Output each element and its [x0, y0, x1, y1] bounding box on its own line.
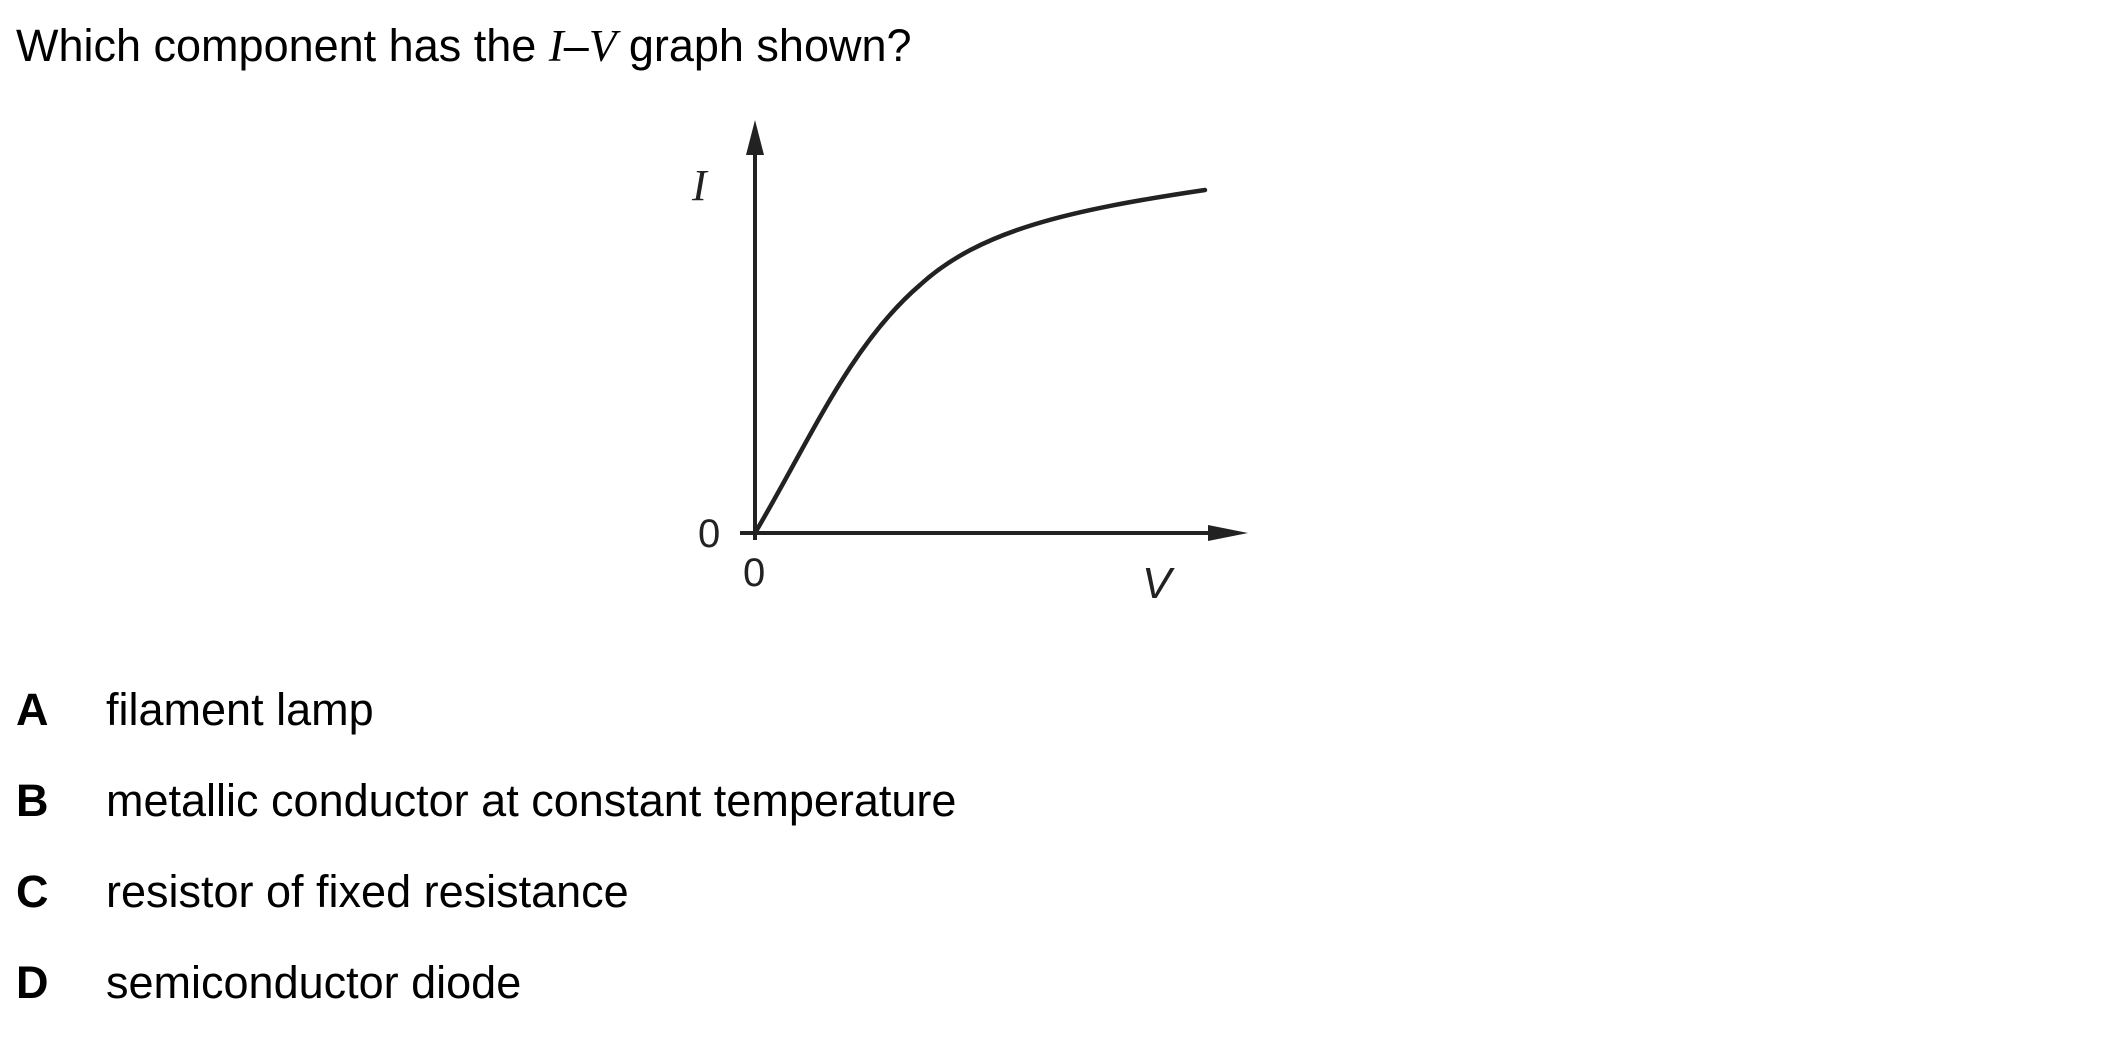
option-letter: C: [16, 866, 49, 917]
option-letter: D: [16, 957, 49, 1008]
question-variable-v: V: [588, 21, 617, 71]
x-origin-label: 0: [743, 551, 765, 595]
option-text: metallic conductor at constant temperatu…: [106, 775, 957, 826]
iv-graph: I V 0 0: [650, 110, 1250, 630]
x-axis-arrowhead: [1208, 525, 1248, 541]
question-variable-i: I: [548, 21, 564, 71]
question-text-before: Which component has the: [16, 20, 549, 71]
iv-curve: [752, 187, 1208, 536]
option-text: resistor of fixed resistance: [106, 866, 629, 917]
x-axis-label: V: [1142, 559, 1175, 608]
question-text-after: graph shown?: [616, 20, 912, 71]
option-text: semiconductor diode: [106, 957, 522, 1008]
iv-graph-svg: I V 0 0: [691, 120, 1248, 608]
option-letter: A: [16, 684, 49, 735]
y-origin-label: 0: [698, 512, 720, 556]
question-text: Which component has the I–V graph shown?: [16, 16, 912, 76]
option-text: filament lamp: [106, 684, 374, 735]
question-dash: –: [563, 20, 589, 71]
option-letter: B: [16, 775, 49, 826]
y-axis-label: I: [691, 161, 709, 210]
y-axis-arrowhead: [746, 120, 764, 155]
